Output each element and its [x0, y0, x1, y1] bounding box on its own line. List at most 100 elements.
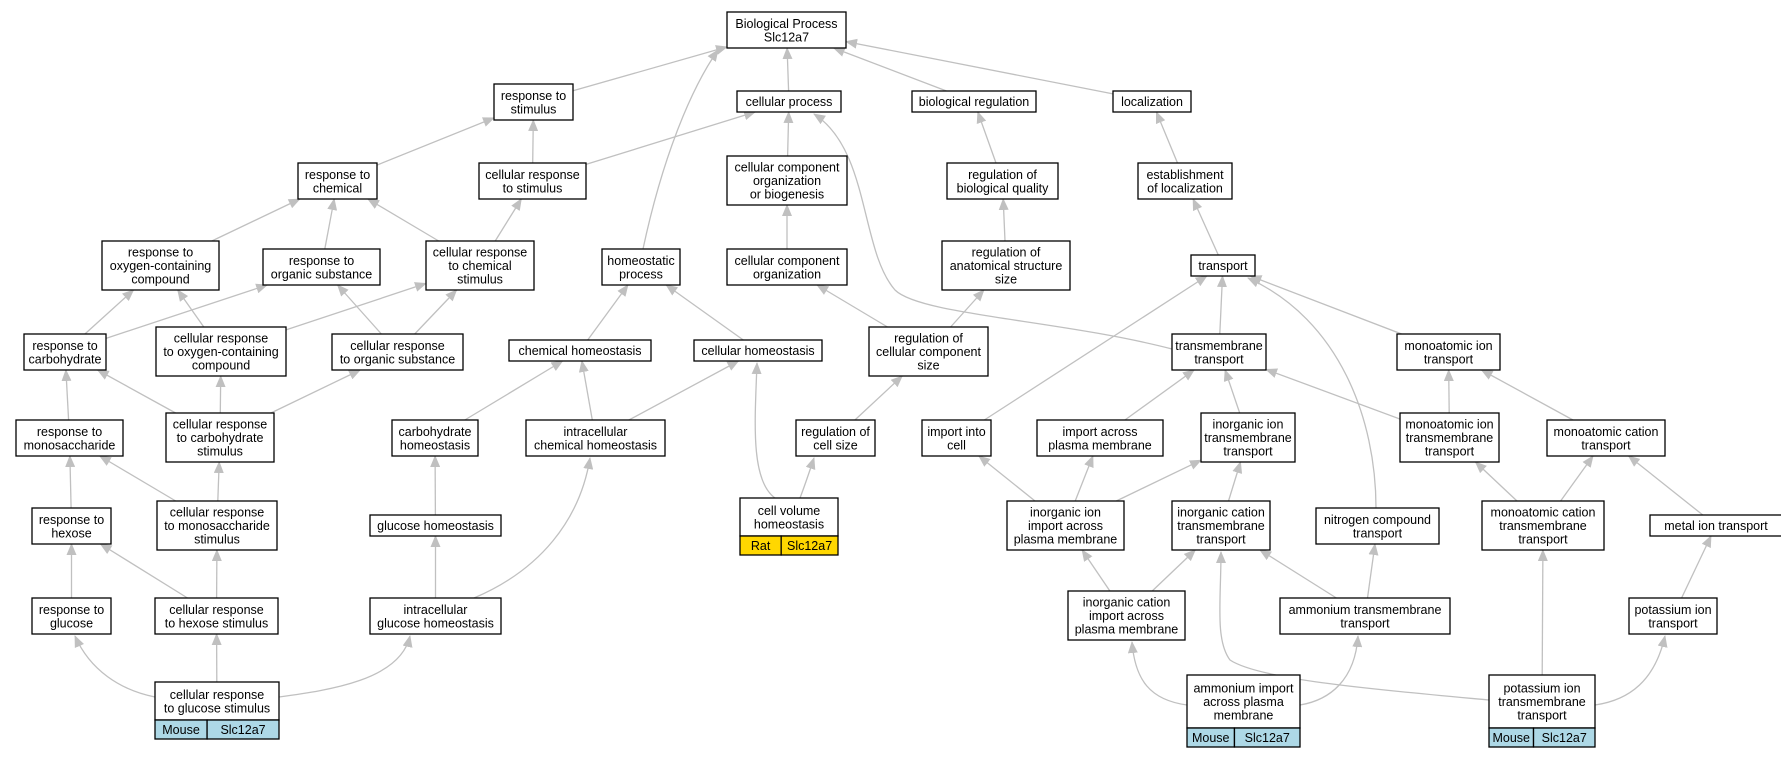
node-label-line: to hexose stimulus: [165, 616, 269, 630]
node-box: [165, 412, 275, 463]
edge-resp_mono-to-resp_carb: [61, 369, 72, 421]
edge-resp_carb-to-resp_oxy: [84, 289, 135, 335]
node-label-line: carbohydrate: [29, 352, 102, 366]
node-box: [1137, 162, 1233, 200]
node-label-line: cellular component: [876, 345, 981, 359]
go-term-node[interactable]: potassium iontransmembranetransportMouse…: [1488, 674, 1596, 748]
node-box: [155, 326, 287, 377]
go-term-node[interactable]: transport: [1190, 254, 1256, 277]
edge-mono_ion_tm-to-mono_ion: [1443, 369, 1454, 414]
node-label-line: of localization: [1147, 181, 1223, 195]
go-term-node[interactable]: localization: [1112, 90, 1192, 113]
edge-cell_resp_org-to-cell_resp_chem: [414, 289, 458, 335]
edge-cell_resp_mono-to-cell_resp_carb: [213, 461, 224, 502]
node-label-line: ammonium import: [1193, 682, 1294, 696]
node-label-line: hexose: [51, 526, 91, 540]
node-label-line: organization: [753, 174, 821, 188]
edge-carb_homeo-to-chem_homeo: [464, 360, 564, 421]
go-term-node[interactable]: glucose homeostasis: [369, 514, 502, 537]
node-label-line: cellular response: [170, 688, 265, 702]
go-term-node[interactable]: cellular process: [736, 90, 842, 113]
edge-nitro-to-transport: [1247, 277, 1377, 509]
go-term-node[interactable]: biological regulation: [911, 90, 1037, 113]
species-tag: Mouse: [1492, 731, 1530, 745]
node-box: [1036, 419, 1164, 457]
node-label-line: metal ion transport: [1664, 519, 1768, 533]
node-label-line: chemical homeostasis: [519, 344, 642, 358]
edge-mono_cat_tm-to-mono_ion_tm: [1474, 461, 1518, 502]
node-label-line: cellular response: [485, 168, 580, 182]
node-box: [297, 162, 378, 200]
edge-cell_resp_chem-to-cell_resp_stim: [494, 198, 522, 242]
node-label-line: cellular process: [746, 95, 833, 109]
go-term-node[interactable]: chemical homeostasis: [508, 339, 652, 362]
node-label-line: stimulus: [194, 533, 240, 547]
edge-ammon_tm-to-inorg_cat_tm: [1259, 549, 1337, 599]
node-label-line: transport: [1353, 526, 1403, 540]
node-label-line: transport: [1424, 352, 1474, 366]
go-term-node[interactable]: cellular homeostasis: [693, 339, 823, 362]
edge-inorg_cat_import-to-inorg_import: [1081, 549, 1111, 592]
node-box: [154, 681, 280, 721]
edge-ic_chem_homeo-to-cell_homeo: [628, 360, 740, 421]
go-term-node[interactable]: metal ion transport: [1649, 514, 1781, 537]
node-label-line: size: [995, 273, 1017, 287]
node-label-line: intracellular: [564, 425, 628, 439]
node-label-line: cellular response: [170, 506, 265, 520]
edge-reg_ccs-to-cco: [816, 284, 888, 328]
node-box: [391, 419, 479, 457]
node-label-line: import across: [1028, 519, 1103, 533]
node-label-line: cellular response: [433, 246, 528, 260]
node-box: [331, 333, 464, 371]
node-label-line: biological quality: [957, 181, 1049, 195]
edge-ic_glc_homeo-to-ic_chem_homeo: [473, 457, 594, 599]
edge-resp_chem-to-resp_stim: [376, 117, 495, 166]
node-label-line: cellular component: [735, 161, 840, 175]
edge-inorg_import-to-inorg_tm: [1116, 459, 1202, 502]
